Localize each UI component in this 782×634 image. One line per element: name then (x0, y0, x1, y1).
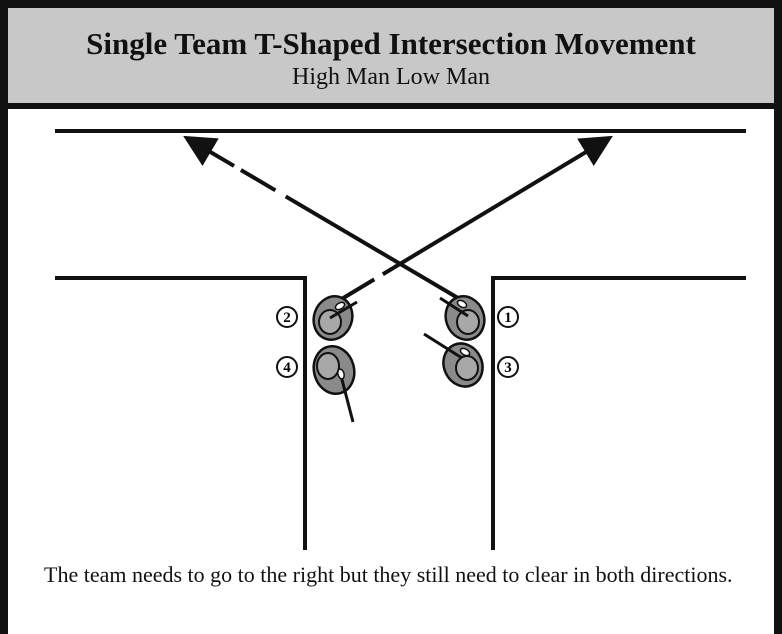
figure-caption: The team needs to go to the right but th… (44, 562, 733, 587)
arrow-path-right-up (338, 135, 613, 302)
svg-text:2: 2 (283, 310, 291, 326)
operator-4-figure (312, 344, 356, 423)
position-labels: 2 1 4 3 (276, 306, 519, 378)
svg-text:4: 4 (283, 360, 291, 376)
svg-text:1: 1 (504, 310, 512, 326)
frame-top-border (0, 0, 782, 8)
header-panel: Single Team T-Shaped Intersection Moveme… (8, 8, 774, 109)
movement-arrows (183, 135, 613, 302)
frame-left-border (0, 0, 8, 634)
position-label-4: 4 (276, 356, 298, 378)
left-corner-wall (55, 276, 307, 550)
operator-2-figure (312, 295, 358, 341)
operator-3-figure (423, 332, 484, 388)
position-label-2: 2 (276, 306, 298, 328)
figure-subtitle: High Man Low Man (292, 64, 490, 90)
operator-1-figure (439, 295, 486, 341)
arrow-path-left-up (183, 135, 460, 300)
position-label-3: 3 (497, 356, 519, 378)
position-label-1: 1 (497, 306, 519, 328)
frame-right-border (774, 0, 782, 634)
svg-text:3: 3 (504, 360, 512, 376)
corridor-walls (55, 129, 746, 550)
figure-title: Single Team T-Shaped Intersection Moveme… (86, 26, 696, 61)
right-corner-wall (491, 276, 746, 550)
